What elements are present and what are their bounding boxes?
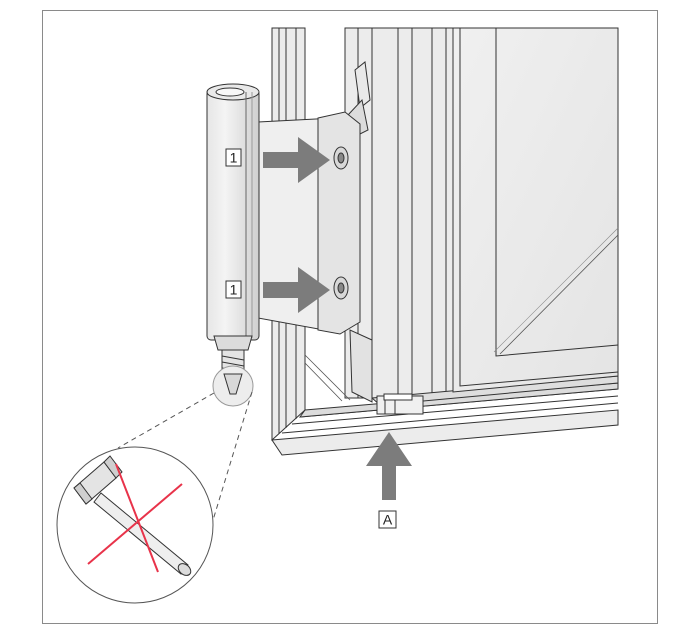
upper-screw [333,146,349,170]
callout-label: 1 [230,150,238,166]
push-arrow-lower [263,267,330,313]
illustration-frame [42,10,658,624]
push-arrow-upper [263,137,330,183]
hammer-icon [73,455,192,576]
zoom-leader-lines [117,391,253,531]
callout-label: 1 [230,282,238,298]
window-sash [344,27,619,415]
callout-bottom-push: A [378,510,397,529]
zoom-source-circle [212,365,254,407]
push-arrow-bottom [366,432,412,500]
callout-label: A [383,512,393,528]
callout-screw-upper: 1 [225,148,242,167]
lower-screw [333,276,349,300]
callout-screw-lower: 1 [225,280,242,299]
no-hammer-icon [87,463,183,573]
zoom-detail-circle [56,446,214,604]
frame-diagonal [304,354,351,402]
window-glass [452,27,619,393]
hinge [206,83,361,397]
